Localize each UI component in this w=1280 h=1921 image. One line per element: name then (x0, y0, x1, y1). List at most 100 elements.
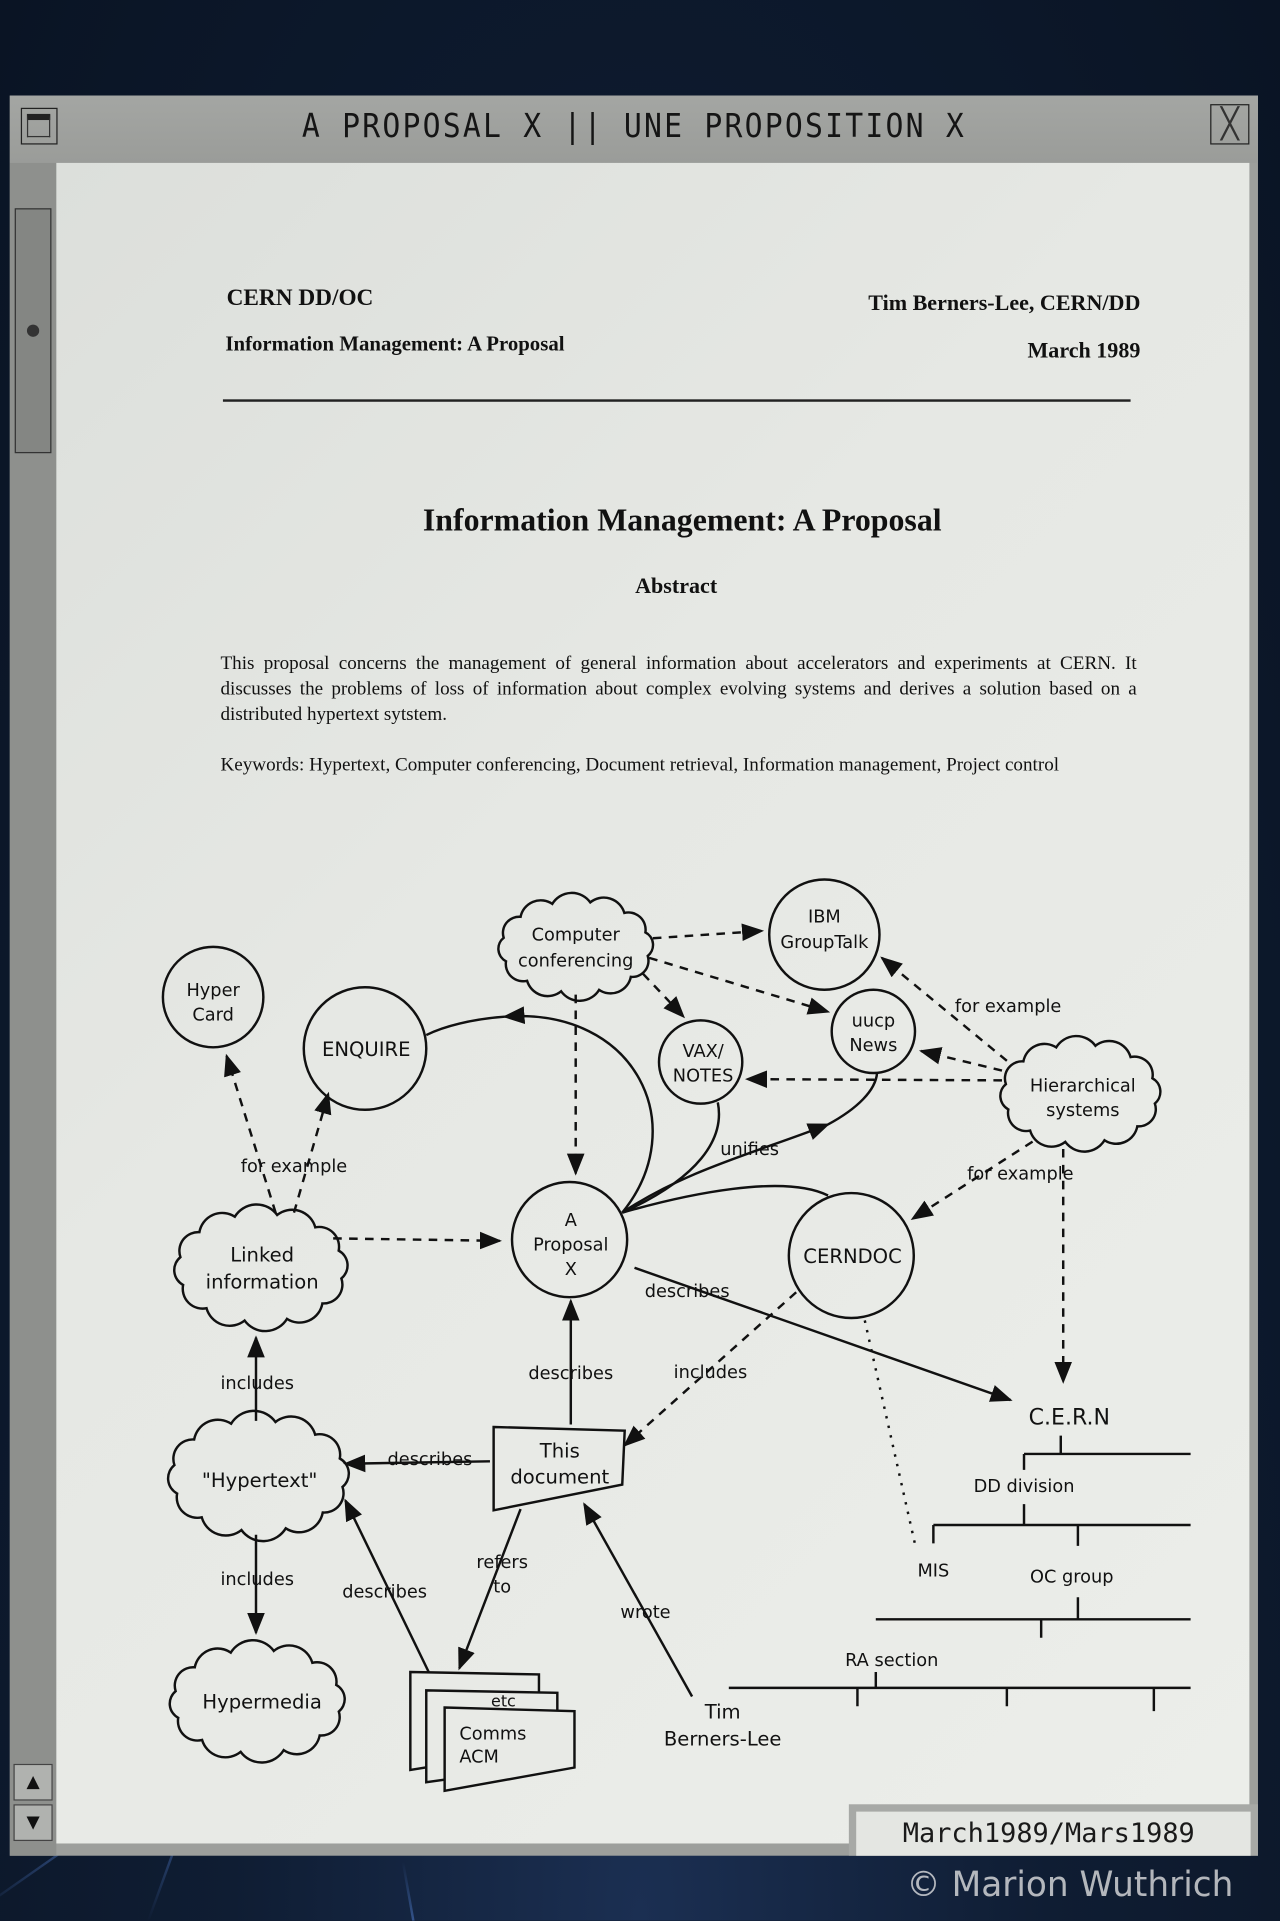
label-docs-etc: etc (491, 1691, 516, 1710)
abstract-section: This proposal concerns the management of… (220, 650, 1136, 777)
label-uucp-news: uucp (852, 1011, 896, 1031)
edge (292, 1091, 332, 1213)
title-bar[interactable]: A PROPOSAL X || UNE PROPOSITION X ╳ (9, 95, 1258, 163)
document-title: Information Management: A Proposal (422, 502, 942, 538)
edge-label: describes (342, 1582, 427, 1602)
label-hypermedia: Hypermedia (202, 1691, 321, 1714)
label-vax-notes: VAX/ (682, 1042, 723, 1062)
status-bar: March1989/Mars1989 (848, 1804, 1258, 1856)
header-org: CERN DD/OC (226, 285, 374, 312)
edge (634, 1266, 1013, 1402)
edge-label: wrote (620, 1603, 670, 1623)
header-rule (222, 399, 1131, 402)
node-uucp-news (830, 988, 917, 1075)
label-proposal: A (565, 1211, 577, 1231)
scroll-down-button[interactable]: ▼ (13, 1804, 53, 1842)
edge (621, 1123, 831, 1214)
edge (458, 1508, 522, 1671)
abstract-heading: Abstract (635, 573, 718, 598)
keywords-text: Keywords: Hypertext, Computer conferenci… (220, 754, 1060, 776)
edge (827, 1072, 879, 1126)
label-computer-conferencing: Computer (532, 926, 621, 946)
label-vax-notes: NOTES (673, 1067, 734, 1087)
node-hyper-card (161, 945, 265, 1049)
window-title: A PROPOSAL X || UNE PROPOSITION X (301, 107, 966, 146)
window-menu-button[interactable] (20, 107, 58, 145)
label-this-document: document (510, 1465, 609, 1488)
status-date: March1989/Mars1989 (856, 1811, 1251, 1856)
label-ibm-grouptalk: GroupTalk (780, 933, 869, 953)
edge (333, 1231, 502, 1250)
label-hierarchical-systems: Hierarchical (1030, 1076, 1136, 1096)
edge (502, 1006, 654, 1214)
doc-stack-front (443, 1706, 576, 1793)
scroll-thumb[interactable] (14, 208, 52, 454)
edge (621, 1184, 829, 1214)
vertical-scrollbar[interactable]: ▲ ▼ (9, 162, 57, 1856)
edge (910, 1140, 1034, 1220)
node-ibm-grouptalk (768, 878, 881, 991)
edge (880, 956, 1008, 1062)
label-tim: Tim (704, 1701, 741, 1724)
cloud-hypermedia (168, 1639, 346, 1764)
edge (652, 923, 765, 942)
label-linked-information: information (206, 1271, 319, 1294)
edge-label: describes (528, 1364, 613, 1384)
edge-label: describes (388, 1450, 473, 1470)
edge-label: refers (476, 1553, 528, 1573)
scroll-thumb-grip-icon (26, 324, 40, 337)
edge-label: for example (955, 997, 1061, 1017)
edge (224, 1053, 277, 1214)
edge-label: for example (967, 1165, 1073, 1185)
close-button[interactable]: ╳ (1210, 104, 1250, 145)
node-vax-notes (657, 1019, 744, 1105)
label-hierarchical-systems: systems (1046, 1101, 1119, 1121)
node-proposal (510, 1180, 629, 1299)
edge (918, 1047, 1003, 1072)
label-linked-information: Linked (230, 1244, 294, 1267)
edge (623, 1291, 798, 1447)
label-proposal: Proposal (533, 1236, 608, 1256)
label-this-document: This (539, 1440, 580, 1463)
label-ra-section: RA section (845, 1651, 938, 1671)
header-date: March 1989 (1027, 338, 1141, 363)
label-cern: C.E.R.N (1029, 1406, 1110, 1431)
label-ibm-grouptalk: IBM (808, 907, 841, 927)
label-enquire: ENQUIRE (322, 1038, 411, 1061)
edge (863, 1320, 918, 1550)
cloud-hierarchical-systems (999, 1034, 1162, 1153)
edge (642, 972, 686, 1019)
label-hyper-card: Hyper (186, 981, 240, 1001)
node-enquire (302, 986, 428, 1111)
edge (583, 1502, 694, 1698)
cloud-linked-information (173, 1203, 349, 1333)
edge-label: includes (674, 1363, 748, 1383)
label-oc-group: OC group (1030, 1568, 1114, 1588)
window-icon (26, 113, 51, 138)
scroll-up-button[interactable]: ▲ (13, 1763, 53, 1801)
label-hypertext: "Hypertext" (202, 1469, 317, 1492)
edge (425, 1015, 505, 1037)
edge-label: describes (645, 1282, 730, 1302)
label-berners-lee: Berners-Lee (664, 1727, 782, 1750)
cloud-hypertext (166, 1409, 350, 1543)
cern-org-tree (728, 1435, 1191, 1712)
node-cerndoc (787, 1191, 916, 1320)
label-dd-division: DD division (974, 1477, 1075, 1497)
label-comms-acm: Comms (459, 1724, 526, 1744)
header-author: Tim Berners-Lee, CERN/DD (868, 290, 1141, 315)
edge-label: unifies (720, 1140, 779, 1160)
node-this-document (492, 1425, 626, 1512)
abstract-text: This proposal concerns the management of… (220, 652, 1137, 726)
label-computer-conferencing: conferencing (518, 951, 633, 971)
watermark: © Marion Wuthrich (906, 1864, 1234, 1905)
edge (621, 1102, 721, 1214)
header-subject: Information Management: A Proposal (225, 331, 565, 356)
label-cerndoc: CERNDOC (803, 1245, 901, 1268)
label-uucp-news: News (849, 1036, 897, 1056)
label-hyper-card: Card (192, 1005, 234, 1025)
edge-label: to (493, 1577, 511, 1597)
label-proposal: X (565, 1260, 577, 1280)
